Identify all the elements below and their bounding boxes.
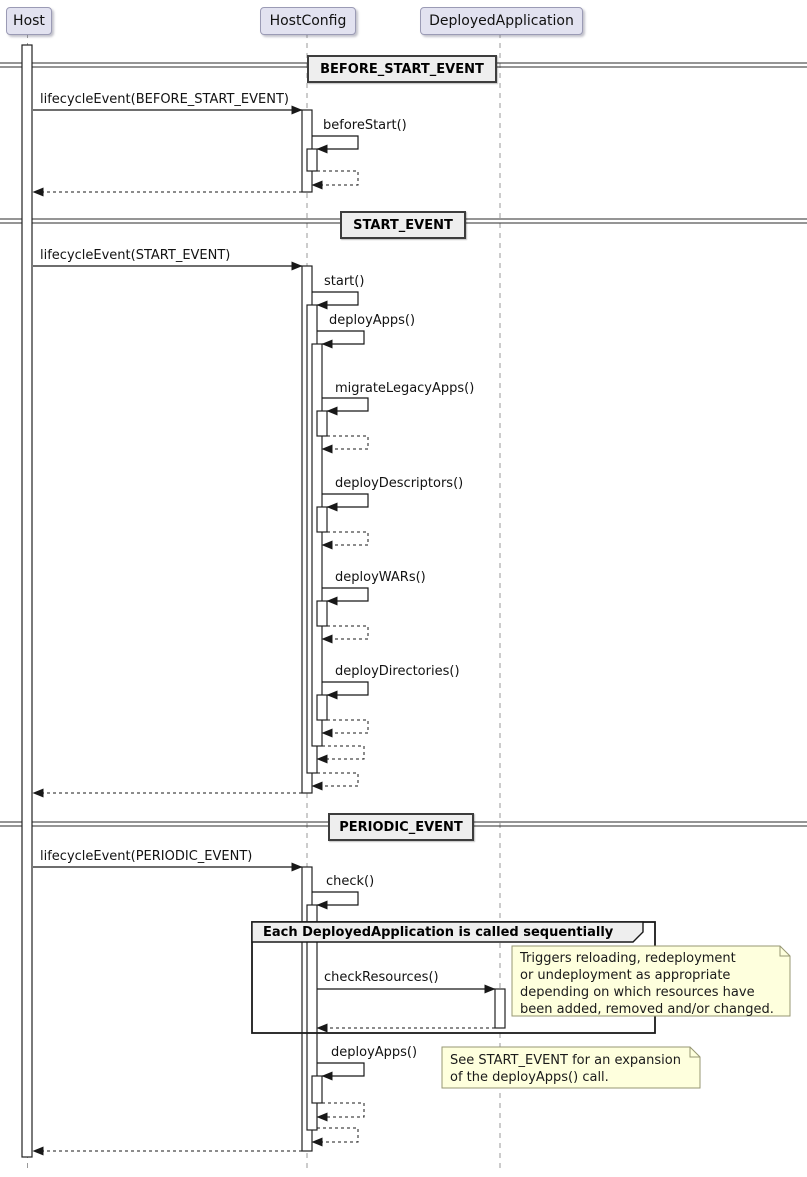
arrow-deployapps-self xyxy=(317,330,365,349)
msg-check: check() xyxy=(326,874,375,889)
note-checkresources-line: been added, removed and/or changed. xyxy=(520,1002,774,1017)
msg-migratelegacyapps: migrateLegacyApps() xyxy=(335,381,475,396)
activation-migratelegacyapps xyxy=(316,410,328,437)
arrow-migratelegacyapps-self xyxy=(322,397,369,416)
arrow-beforestart-self xyxy=(312,135,359,154)
arrow-deployapps-periodic-self xyxy=(317,1062,365,1081)
note-checkresources-line: or undeployment as appropriate xyxy=(520,968,731,983)
participant-hostconfig: HostConfig xyxy=(260,7,356,35)
activation-beforestart xyxy=(306,148,318,172)
arrow-deploydescriptors-self xyxy=(322,493,369,512)
msg-deploywars: deployWARs() xyxy=(335,570,426,585)
note-deployapps-line: of the deployApps() call. xyxy=(450,1070,609,1085)
msg-start: start() xyxy=(324,274,365,289)
msg-beforestart: beforeStart() xyxy=(323,118,407,133)
return-start xyxy=(311,772,359,791)
return-deployapps xyxy=(316,745,365,764)
activation-deploydirectories xyxy=(316,694,328,721)
msg-deploydescriptors: deployDescriptors() xyxy=(335,476,464,491)
activation-check xyxy=(306,904,318,1131)
msg-lifecycleevent-start: lifecycleEvent(START_EVENT) xyxy=(40,248,231,263)
msg-deployapps-periodic: deployApps() xyxy=(331,1045,418,1060)
msg-lifecycleevent-before-start: lifecycleEvent(BEFORE_START_EVENT) xyxy=(40,92,289,107)
return-check xyxy=(311,1127,359,1147)
return-deployapps-periodic xyxy=(316,1102,365,1122)
note-checkresources-line: Triggers reloading, redeployment xyxy=(520,951,736,966)
divider-start-event: START_EVENT xyxy=(340,211,466,239)
note-deployapps-line: See START_EVENT for an expansion xyxy=(450,1053,681,1068)
participant-host: Host xyxy=(6,7,52,35)
activation-deploywars xyxy=(316,600,328,627)
note-deployapps-shape xyxy=(441,1046,701,1089)
note-fold-icon xyxy=(779,946,790,957)
activation-host xyxy=(21,44,33,1158)
divider-periodic-event: PERIODIC_EVENT xyxy=(328,813,474,841)
msg-checkresources: checkResources() xyxy=(324,970,439,985)
group-label-sequential: Each DeployedApplication is called seque… xyxy=(263,925,614,940)
return-deploydirectories xyxy=(321,719,369,738)
msg-deployapps: deployApps() xyxy=(329,313,416,328)
return-beforestart xyxy=(311,170,359,190)
note-checkresources-line: depending on which resources have xyxy=(520,985,755,1000)
group-header xyxy=(251,921,644,943)
activation-deploydescriptors xyxy=(316,506,328,533)
divider-before-start-event: BEFORE_START_EVENT xyxy=(307,55,497,83)
return-deploywars xyxy=(321,625,369,644)
msg-lifecycleevent-periodic: lifecycleEvent(PERIODIC_EVENT) xyxy=(40,849,253,864)
participant-deployedapplication: DeployedApplication xyxy=(420,7,583,35)
return-deploydescriptors xyxy=(321,531,369,550)
note-fold-icon xyxy=(689,1047,700,1058)
activation-deployapps xyxy=(311,343,323,747)
arrow-check-self xyxy=(312,891,359,910)
arrow-deploydirectories-self xyxy=(322,681,369,700)
arrow-start-self xyxy=(312,291,359,310)
activation-deployedapplication-checkresources xyxy=(494,988,506,1029)
return-migratelegacyapps xyxy=(321,435,369,454)
msg-deploydirectories: deployDirectories() xyxy=(335,664,460,679)
note-checkresources-shape xyxy=(511,945,791,1017)
arrow-deploywars-self xyxy=(322,587,369,606)
activation-deployapps-periodic xyxy=(311,1075,323,1104)
